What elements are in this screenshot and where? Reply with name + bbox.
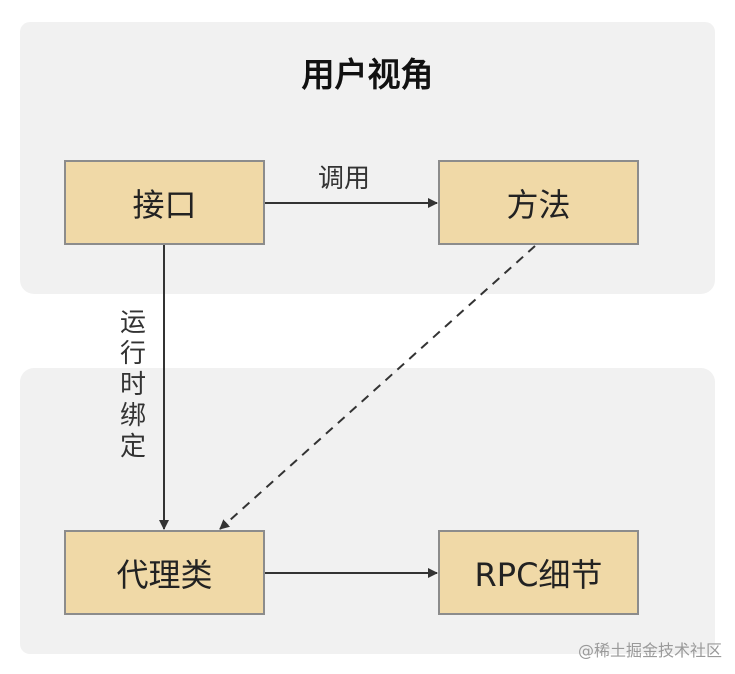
watermark: @稀土掘金技术社区 [578,641,723,660]
node-method: 方法 [438,160,639,245]
node-interface: 接口 [64,160,265,245]
edge-label-runtime-binding: 运行时绑定 [119,308,146,462]
node-proxy-class: 代理类 [64,530,265,615]
node-rpc-detail: RPC细节 [438,530,639,615]
diagram-panel-top [20,22,715,294]
edge-label-call: 调用 [318,164,371,194]
edge-method-to-proxy-dashed [219,245,536,530]
diagram-title: 用户视角 [301,55,434,94]
